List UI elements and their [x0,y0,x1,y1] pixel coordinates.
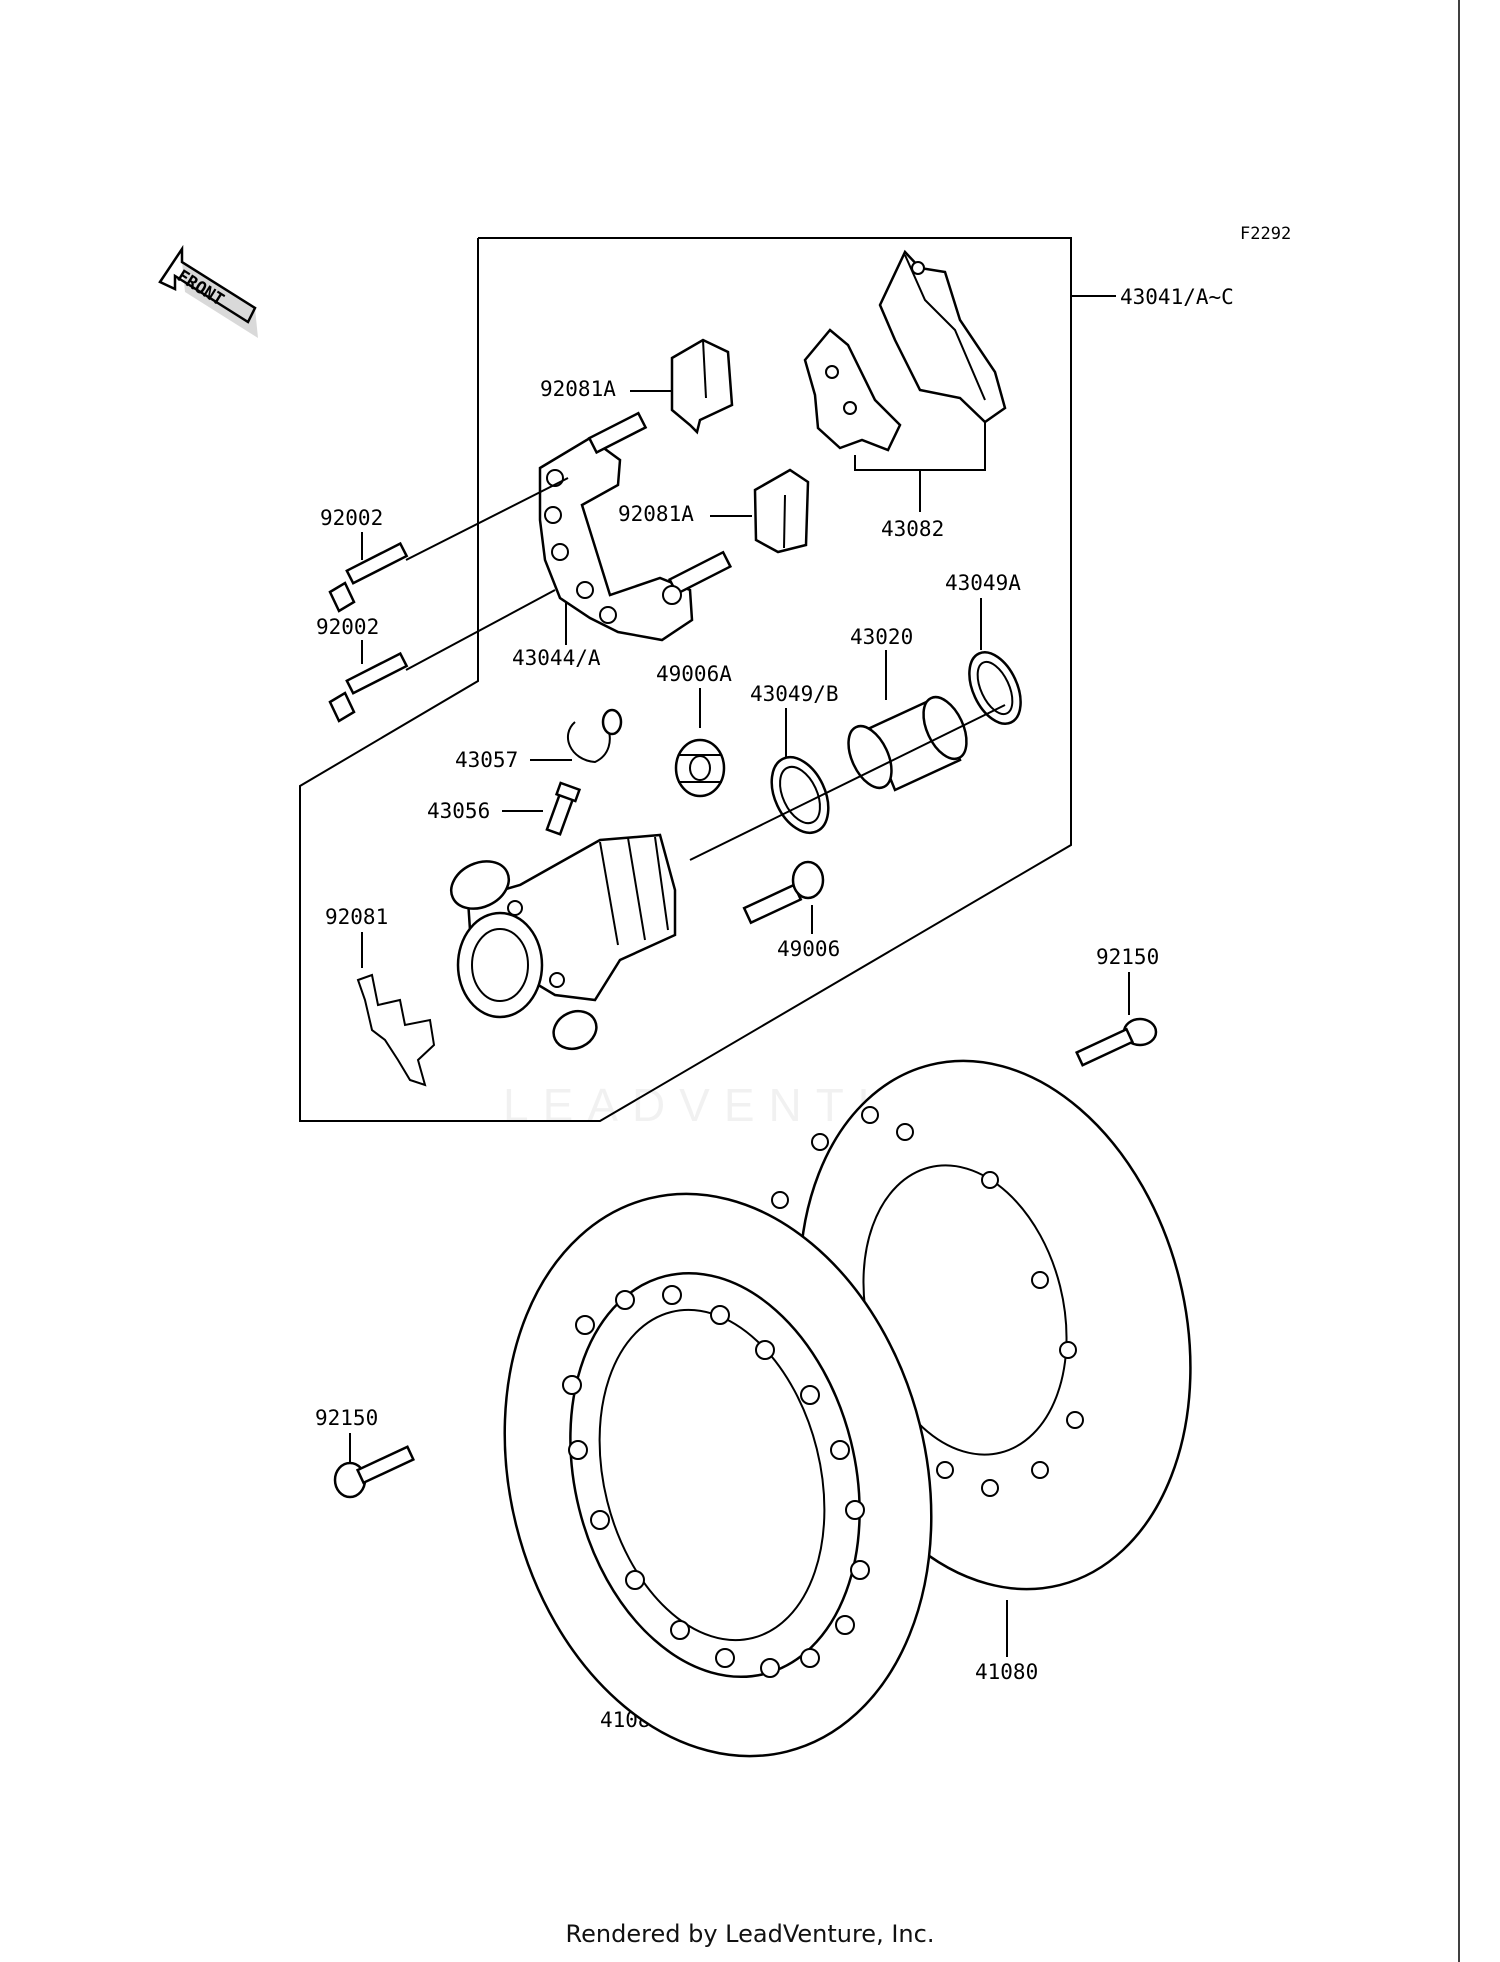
slide-pin-49006 [742,860,825,925]
label-41080-right: 41080 [975,1660,1038,1684]
caliper-assembly-outline [299,237,1116,1122]
label-43056: 43056 [427,799,490,823]
diagram-code: F2292 [1240,224,1291,244]
pad-spring-92081 [356,973,436,1087]
piston-seal-43049B [770,755,830,835]
label-43044: 43044/A [512,646,601,670]
boot-49006A [674,738,726,798]
label-43082: 43082 [881,517,944,541]
brake-pad-front [803,328,902,452]
bolt-92002-bottom [328,589,556,723]
label-92150-right: 92150 [1096,945,1159,969]
label-43049A: 43049A [945,571,1021,595]
footer-credit: Rendered by LeadVenture, Inc. [565,1920,935,1948]
axis-line [689,704,1006,861]
dust-seal-43049A [968,651,1022,725]
caliper-body [450,833,677,1051]
leader-lines [349,390,1130,1705]
pad-shim-top [670,338,734,435]
brake-disc-front [503,1192,933,1758]
piston-43020 [847,695,968,792]
bleed-cap-43057 [566,708,623,764]
pad-shim-mid [753,468,810,554]
bleeder-valve-43056 [545,781,582,836]
label-43049B: 43049/B [750,682,839,706]
label-43057: 43057 [455,748,518,772]
label-92081: 92081 [325,905,388,929]
disc-bolt-92150-right [1075,1017,1158,1067]
caliper-bracket [538,411,733,642]
label-92081A-top: 92081A [540,377,616,401]
label-43020: 43020 [850,625,913,649]
disc-bolt-92150-left [333,1445,415,1499]
label-92002-top: 92002 [320,506,383,530]
brake-pad-back [878,249,1007,424]
label-49006A: 49006A [656,662,732,686]
front-arrow-icon: FRONT [158,244,258,338]
bolt-92002-top [328,477,569,613]
label-92081A-mid: 92081A [618,502,694,526]
label-92002-bottom: 92002 [316,615,379,639]
label-92150-left: 92150 [315,1406,378,1430]
label-49006: 49006 [777,937,840,961]
label-43041: 43041/A~C [1120,285,1234,309]
